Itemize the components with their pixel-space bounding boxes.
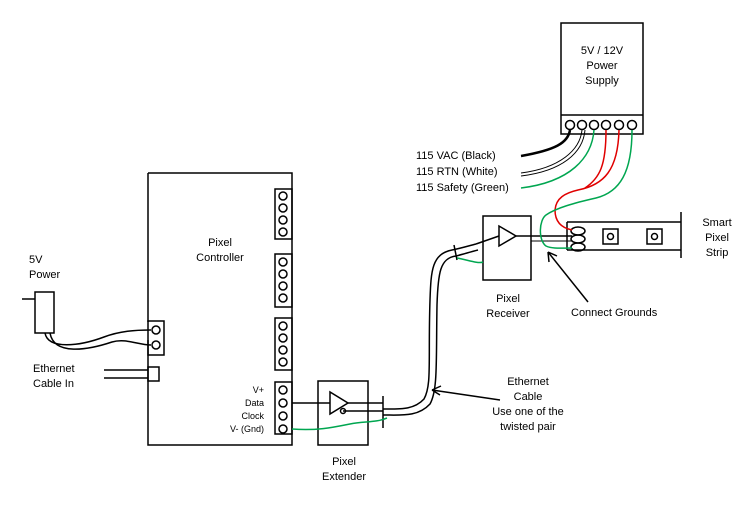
power-supply-label: 5V / 12V Power Supply	[568, 44, 636, 89]
ethernet-in-label: Ethernet Cable In	[33, 362, 75, 392]
strip-pixel-2	[646, 228, 663, 245]
ethernet-in-line-1: Ethernet	[33, 363, 75, 375]
power-5v-line-1: 5V	[29, 254, 43, 266]
controller-terminal-block-1	[274, 188, 293, 240]
controller-power-terminal	[147, 320, 165, 356]
receiver-box	[482, 215, 532, 281]
power-adapter-cable-2	[49, 332, 152, 350]
ac-white-label: 115 RTN (White)	[416, 166, 498, 178]
controller-terminal-block-3	[274, 317, 293, 371]
ac-black-label: 115 VAC (Black)	[416, 150, 496, 162]
power-5v-line-2: Power	[29, 269, 61, 281]
strip-line-3: Strip	[705, 247, 729, 259]
receiver-line-2: Receiver	[486, 308, 530, 320]
power-5v-label: 5V Power	[29, 253, 60, 283]
extender-box	[317, 380, 369, 446]
receiver-connector	[453, 244, 458, 261]
extender-label: Pixel Extender	[313, 455, 375, 485]
ethernet-note-line-2: Cable	[513, 391, 543, 403]
ethernet-cable-long-1	[382, 243, 477, 410]
controller-title-line-1: Pixel	[208, 237, 232, 249]
red-wire-v-plus	[554, 129, 620, 231]
receiver-driver-symbol	[498, 224, 518, 248]
controller-box	[147, 172, 293, 446]
terminal-data-label: Data	[244, 398, 264, 408]
power-supply-terminals	[564, 119, 638, 131]
ac-black-wire	[520, 129, 572, 158]
controller-terminal-block-2	[274, 253, 293, 308]
ethernet-note-line-3: Use one of the	[492, 406, 564, 418]
ethernet-note: Ethernet Cable Use one of the twisted pa…	[478, 375, 578, 435]
controller-title-line-2: Controller	[196, 252, 244, 264]
strip-input-pads	[570, 226, 586, 252]
extender-line-1: Pixel	[332, 456, 356, 468]
extender-line-2: Extender	[321, 471, 367, 483]
ethernet-in-line-2: Cable In	[33, 378, 74, 390]
ac-white-wire	[520, 129, 583, 174]
power-supply-line-2: Power	[586, 60, 618, 72]
terminal-vminus-label: V- (Gnd)	[229, 424, 264, 434]
ac-green-label: 115 Safety (Green)	[416, 182, 509, 194]
ac-green-wire	[520, 129, 595, 189]
power-supply-line-3: Supply	[585, 75, 619, 87]
connect-grounds-label: Connect Grounds	[571, 307, 658, 319]
controller-title: Pixel Controller	[183, 236, 257, 266]
strip-line-1: Smart	[702, 217, 732, 229]
green-ground-receiver	[456, 257, 484, 264]
receiver-label: Pixel Receiver	[478, 292, 538, 322]
power-supply-line-1: 5V / 12V	[580, 45, 624, 57]
strip-label: Smart Pixel Strip	[688, 216, 746, 261]
power-supply-box	[560, 22, 644, 135]
receiver-line-1: Pixel	[496, 293, 520, 305]
ac-white-wire-2	[520, 129, 586, 177]
connect-grounds-arrow	[547, 251, 589, 303]
pixel-strip	[566, 212, 682, 258]
power-adapter	[34, 291, 55, 334]
ethernet-cable-long-2	[382, 249, 479, 416]
green-ground-psu	[539, 129, 633, 249]
controller-terminal-block-output	[274, 381, 293, 435]
terminal-clock-label: Clock	[241, 411, 264, 421]
ethernet-note-line-4: twisted pair	[500, 421, 556, 433]
terminal-vplus-label: V+	[252, 385, 264, 395]
strip-line-2: Pixel	[705, 232, 729, 244]
ethernet-note-line-1: Ethernet	[507, 376, 549, 388]
ethernet-jack	[147, 366, 160, 382]
strip-pixel-1	[602, 228, 619, 245]
red-wire-v-plus-2	[584, 129, 607, 189]
green-ground-extender	[291, 417, 388, 431]
ethernet-cable-arrow	[431, 385, 501, 401]
